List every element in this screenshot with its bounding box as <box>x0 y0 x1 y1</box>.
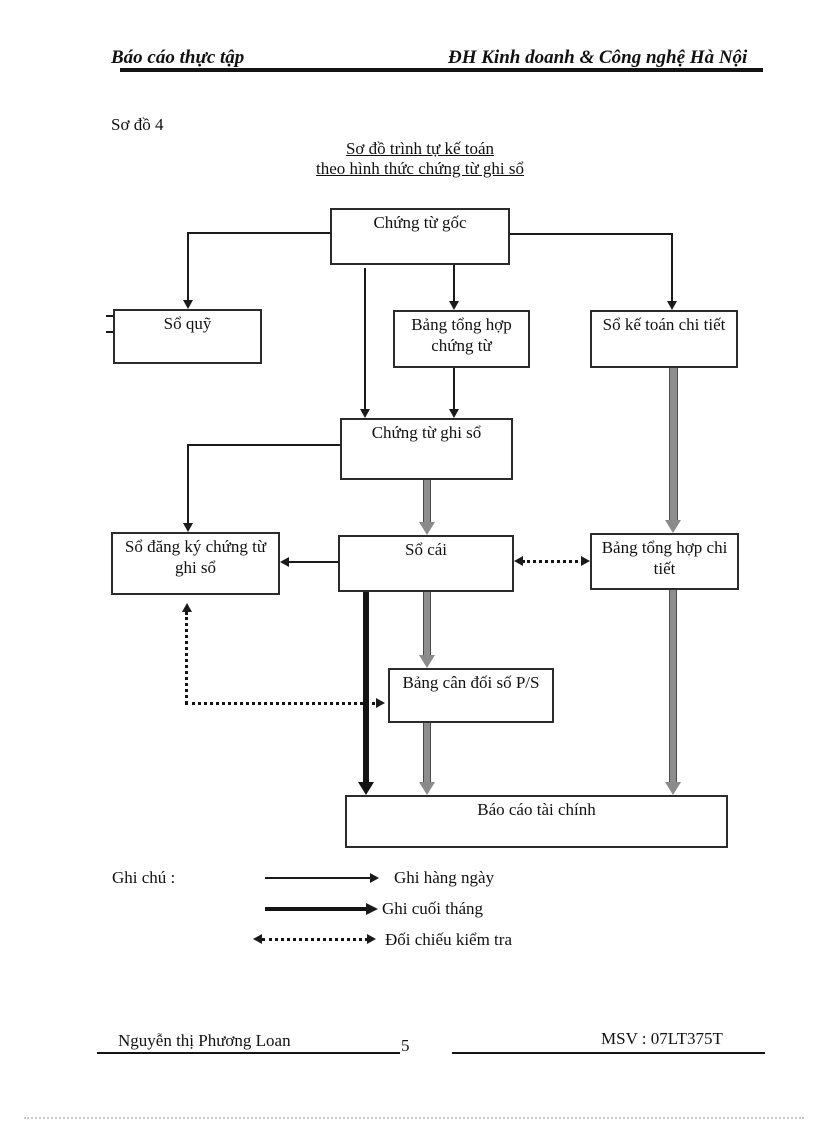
node-so-cai: Sổ cái <box>338 535 514 592</box>
arrow-down-icon <box>183 300 193 309</box>
dotted-double-arrow-icon <box>262 938 368 941</box>
header-left-title: Báo cáo thực tập <box>111 47 245 68</box>
arrow-left-icon <box>280 557 289 567</box>
thick-arrow-down-icon <box>358 782 374 795</box>
thick-arrow-down-icon <box>665 520 681 533</box>
diagram-title-line2: theo hình thức chứng từ ghi sổ <box>315 159 524 178</box>
arrow-down-icon <box>449 301 459 310</box>
arrow-down-icon <box>183 523 193 532</box>
thick-arrow-icon <box>265 907 368 911</box>
arrow-left-icon <box>514 556 523 566</box>
arrow-down-icon <box>360 409 370 418</box>
legend-label: Ghi chú : <box>112 868 176 887</box>
stray-mark <box>106 315 113 317</box>
page-bottom-dots <box>24 1117 804 1119</box>
legend-item-label: Đối chiếu kiểm tra <box>385 930 512 949</box>
arrow-right-icon <box>376 698 385 708</box>
legend-item-label: Ghi cuối tháng <box>382 899 484 918</box>
legend-item-label: Ghi hàng ngày <box>394 868 495 887</box>
footer-student-id: MSV : 07LT375T <box>601 1029 723 1048</box>
node-chung-tu-ghi-so: Chứng từ ghi sổ <box>340 418 513 480</box>
footer-author: Nguyễn thị Phương Loan <box>118 1031 291 1050</box>
node-so-ke-toan-chi-tiet: Sổ kế toán chi tiết <box>590 310 738 368</box>
node-bao-cao-tai-chinh: Báo cáo tài chính <box>345 795 728 848</box>
diagram-title-line1: Sơ đồ trình tự kế toán <box>345 139 495 158</box>
node-so-dang-ky-chung-tu-ghi-so: Sổ đăng ký chứng từ ghi sổ <box>111 532 280 595</box>
node-chung-tu-goc: Chứng từ gốc <box>330 208 510 265</box>
thin-arrow-icon <box>265 877 371 879</box>
thick-arrow-down-icon <box>665 782 681 795</box>
diagram-title: Sơ đồ trình tự kế toán theo hình thức ch… <box>280 139 560 179</box>
stray-mark <box>106 331 113 333</box>
arrow-down-icon <box>449 409 459 418</box>
thick-arrow-down-icon <box>419 522 435 535</box>
diagram-label: Sơ đồ 4 <box>111 115 164 134</box>
arrow-up-icon <box>182 603 192 612</box>
thick-arrow-down-icon <box>419 655 435 668</box>
node-so-quy: Sổ quỹ <box>113 309 262 364</box>
node-bang-can-doi-so-ps: Bảng cân đối số P/S <box>388 668 554 723</box>
footer-page-number: 5 <box>401 1036 410 1055</box>
footer-rule-right <box>452 1052 765 1054</box>
footer-rule-left <box>97 1052 400 1054</box>
arrow-down-icon <box>667 301 677 310</box>
header-right-title: ĐH Kinh doanh & Công nghệ Hà Nội <box>448 47 748 68</box>
arrow-right-icon <box>581 556 590 566</box>
node-bang-tong-hop-chung-tu: Bảng tổng hợp chứng từ <box>393 310 530 368</box>
thick-arrow-down-icon <box>419 782 435 795</box>
node-bang-tong-hop-chi-tiet: Bảng tổng hợp chi tiết <box>590 533 739 590</box>
header-rule <box>120 68 763 72</box>
